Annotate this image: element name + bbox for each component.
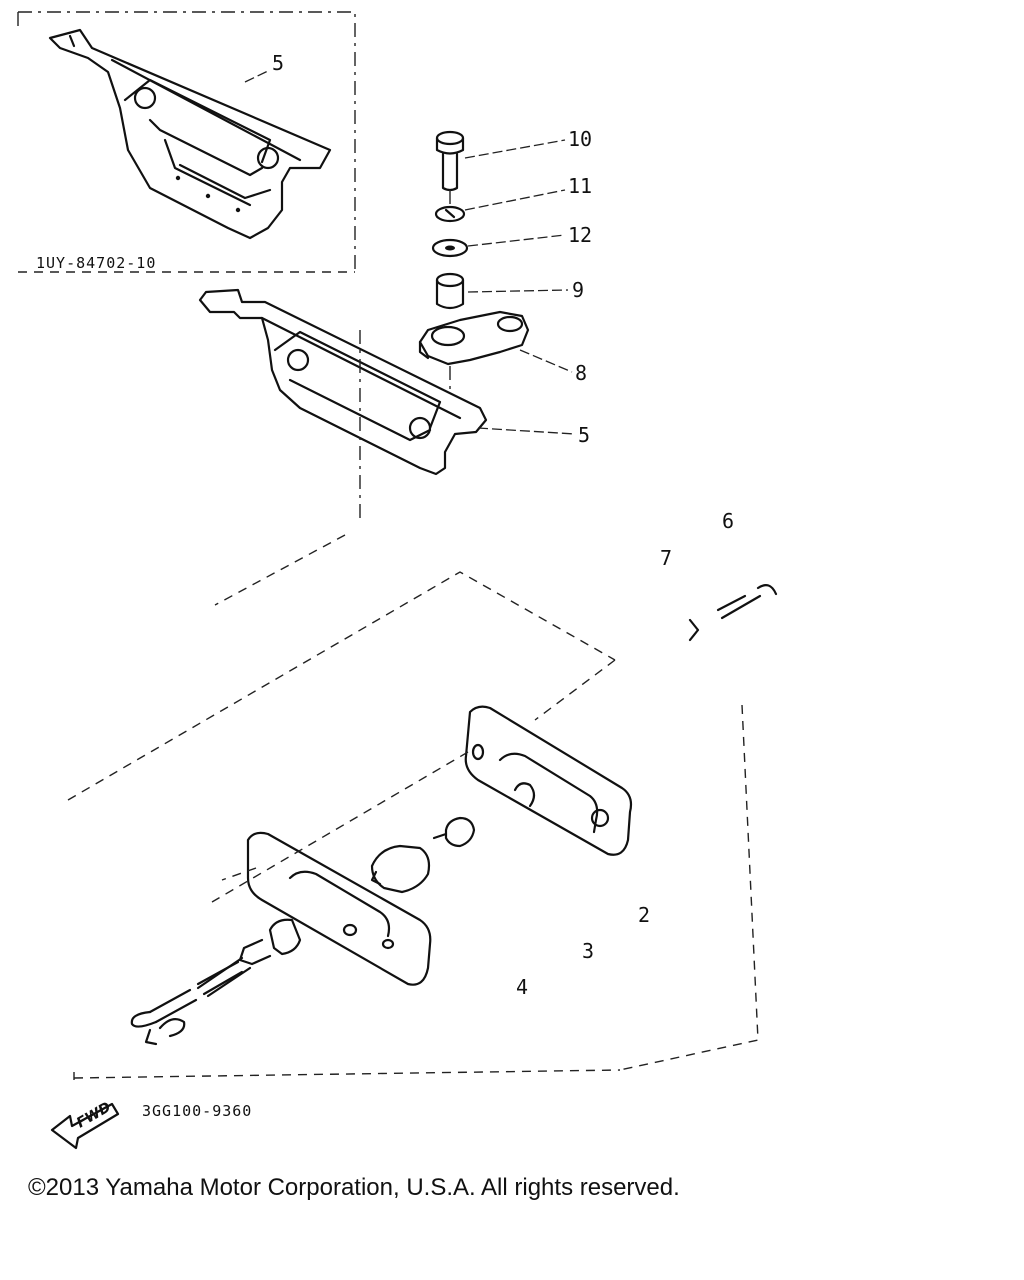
lens-cover-2 bbox=[464, 705, 633, 856]
diagram-code: 3GG100-9360 bbox=[142, 1102, 252, 1120]
callout-5-inset: 5 bbox=[272, 51, 284, 75]
bracket-8 bbox=[418, 310, 530, 366]
assembly-outline bbox=[67, 534, 759, 1080]
callout-8: 8 bbox=[575, 361, 587, 385]
main-bracket-5 bbox=[198, 288, 488, 476]
bulb-3 bbox=[432, 816, 476, 848]
bolt-10 bbox=[435, 130, 465, 192]
callout-7: 7 bbox=[660, 546, 672, 570]
callout-4: 4 bbox=[516, 975, 528, 999]
washer-12 bbox=[431, 238, 469, 258]
callout-5-main: 5 bbox=[578, 423, 590, 447]
screw-6-7 bbox=[688, 584, 778, 642]
spring-washer-11 bbox=[434, 205, 466, 223]
light-base-4 bbox=[238, 831, 432, 986]
inset-part-code: 1UY-84702-10 bbox=[36, 254, 156, 272]
copyright-notice: ©2013 Yamaha Motor Corporation, U.S.A. A… bbox=[28, 1174, 680, 1201]
callout-12: 12 bbox=[568, 223, 592, 247]
collar-9 bbox=[435, 272, 465, 310]
callout-11: 11 bbox=[568, 174, 592, 198]
callout-2: 2 bbox=[638, 903, 650, 927]
fwd-arrow-icon: FWD bbox=[50, 1099, 120, 1150]
callout-9: 9 bbox=[572, 278, 584, 302]
callout-10: 10 bbox=[568, 127, 592, 151]
callout-3: 3 bbox=[582, 939, 594, 963]
wire-lead bbox=[130, 956, 252, 1046]
callout-6: 6 bbox=[722, 509, 734, 533]
fwd-label: FWD bbox=[74, 1099, 114, 1131]
inset-frame bbox=[17, 11, 356, 273]
inset-bracket bbox=[48, 28, 332, 240]
